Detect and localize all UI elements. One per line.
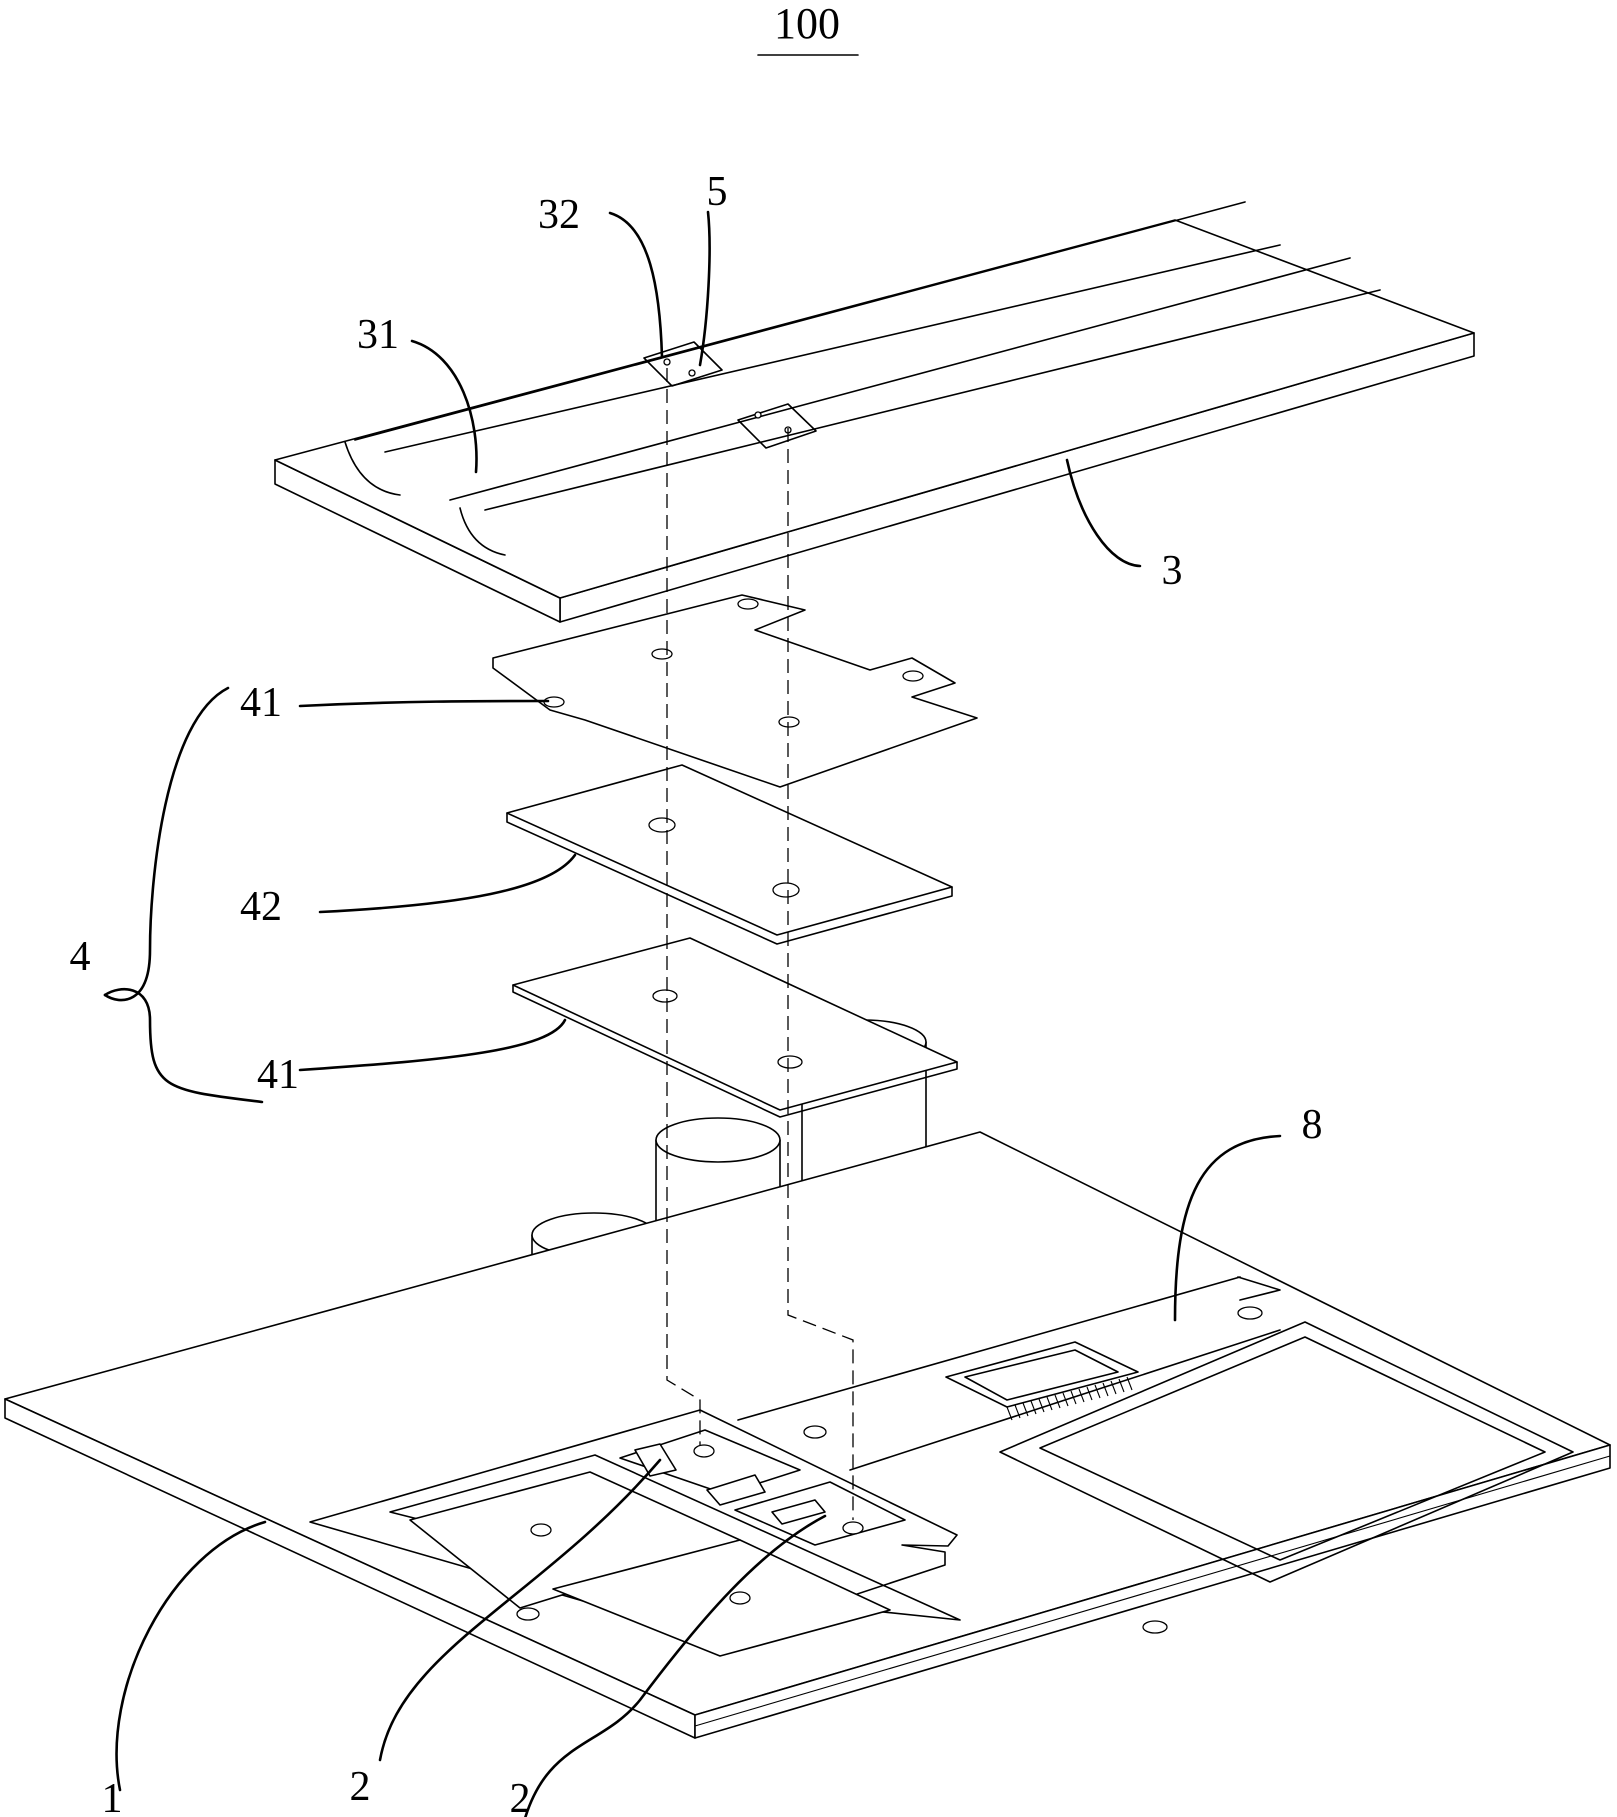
label-3: 3 [1162, 548, 1183, 594]
plate-middle-edge [506, 812, 953, 945]
heatsink-groove-edge [344, 441, 401, 496]
plate-bottom [512, 937, 958, 1118]
leader-31 [410, 339, 478, 474]
figure-title-text: 100 [774, 0, 840, 48]
heatsink-groove-line [354, 201, 1246, 441]
leader-1 [115, 1520, 267, 1792]
frame-hole [729, 1591, 751, 1605]
screw-axis-left [666, 368, 701, 1445]
frame-hole [530, 1523, 552, 1537]
screw-hole [754, 411, 762, 419]
frame-pad-right [552, 1539, 891, 1657]
frame-hole [803, 1425, 827, 1439]
screw-axis-right [787, 428, 854, 1520]
heatsink-pad [643, 341, 723, 387]
frame-hole [693, 1444, 715, 1458]
frame-hole [842, 1521, 864, 1535]
label-42: 42 [240, 884, 282, 930]
plate-hole [902, 670, 924, 682]
pcb-outline [999, 1321, 1574, 1583]
pcb-inner [1039, 1336, 1546, 1561]
plate-middle [506, 764, 953, 945]
heatsink-groove-line [449, 257, 1351, 501]
chip-pad [634, 1443, 677, 1477]
chip-connector [706, 1474, 766, 1506]
label-41-bottom: 41 [257, 1052, 299, 1098]
pcb-divider [849, 1329, 1281, 1471]
heatsink-pad [737, 403, 817, 449]
leader-32 [608, 211, 664, 359]
module-frame [309, 1409, 961, 1657]
screw-hole [688, 369, 696, 377]
chip-connector [771, 1499, 826, 1525]
plate-top [492, 594, 978, 788]
label-32: 32 [538, 192, 580, 238]
leader-41-bottom [298, 1018, 567, 1072]
plate-bottom-edge [512, 984, 958, 1118]
base-board [4, 1131, 1611, 1739]
screw-axes [666, 368, 854, 1520]
leader-3 [1065, 458, 1142, 568]
label-5: 5 [707, 169, 728, 215]
label-31: 31 [357, 312, 399, 358]
plate-hole [651, 648, 673, 660]
reference-labels: 32 5 31 3 41 42 4 41 8 2 1 2 [70, 169, 1323, 1817]
connector-chip [945, 1341, 1139, 1421]
heatsink [274, 201, 1475, 623]
label-2-right: 2 [510, 1776, 531, 1817]
brace-upper [103, 686, 230, 1002]
heatsink-groove-line [484, 289, 1381, 511]
label-8: 8 [1302, 1102, 1323, 1148]
heatsink-top-face [274, 219, 1475, 599]
plate-hole [772, 882, 800, 898]
screw-hole [663, 358, 671, 366]
pcb-hole [1237, 1306, 1263, 1320]
leader-8 [1173, 1134, 1282, 1322]
label-2-left: 2 [350, 1764, 371, 1810]
label-1: 1 [102, 1776, 123, 1817]
heatsink-groove-line [384, 244, 1281, 453]
plate-hole [648, 817, 676, 833]
plate-hole [777, 1055, 803, 1069]
plate-hole [652, 989, 678, 1003]
label-4: 4 [70, 934, 91, 980]
brace-lower [103, 988, 264, 1104]
pcb-divider [737, 1276, 1241, 1421]
leader-42 [318, 853, 577, 914]
leader-2-right [524, 1514, 827, 1817]
plate-middle-shape [506, 764, 953, 936]
leader-41-top [298, 699, 550, 708]
pcb-hole [1142, 1620, 1168, 1634]
pcb-divider [1237, 1276, 1281, 1301]
plate-hole [778, 716, 800, 728]
frame-hole [516, 1607, 540, 1621]
figure-title: 100 [757, 0, 859, 56]
plate-top-shape [492, 594, 978, 788]
pcb-region [945, 1306, 1574, 1634]
label-41-top: 41 [240, 680, 282, 726]
leader-2-left [378, 1458, 662, 1762]
leader-lines [103, 210, 1282, 1817]
leader-5 [698, 210, 711, 367]
heatsink-groove-edge [459, 507, 506, 556]
plate-hole [737, 598, 759, 610]
